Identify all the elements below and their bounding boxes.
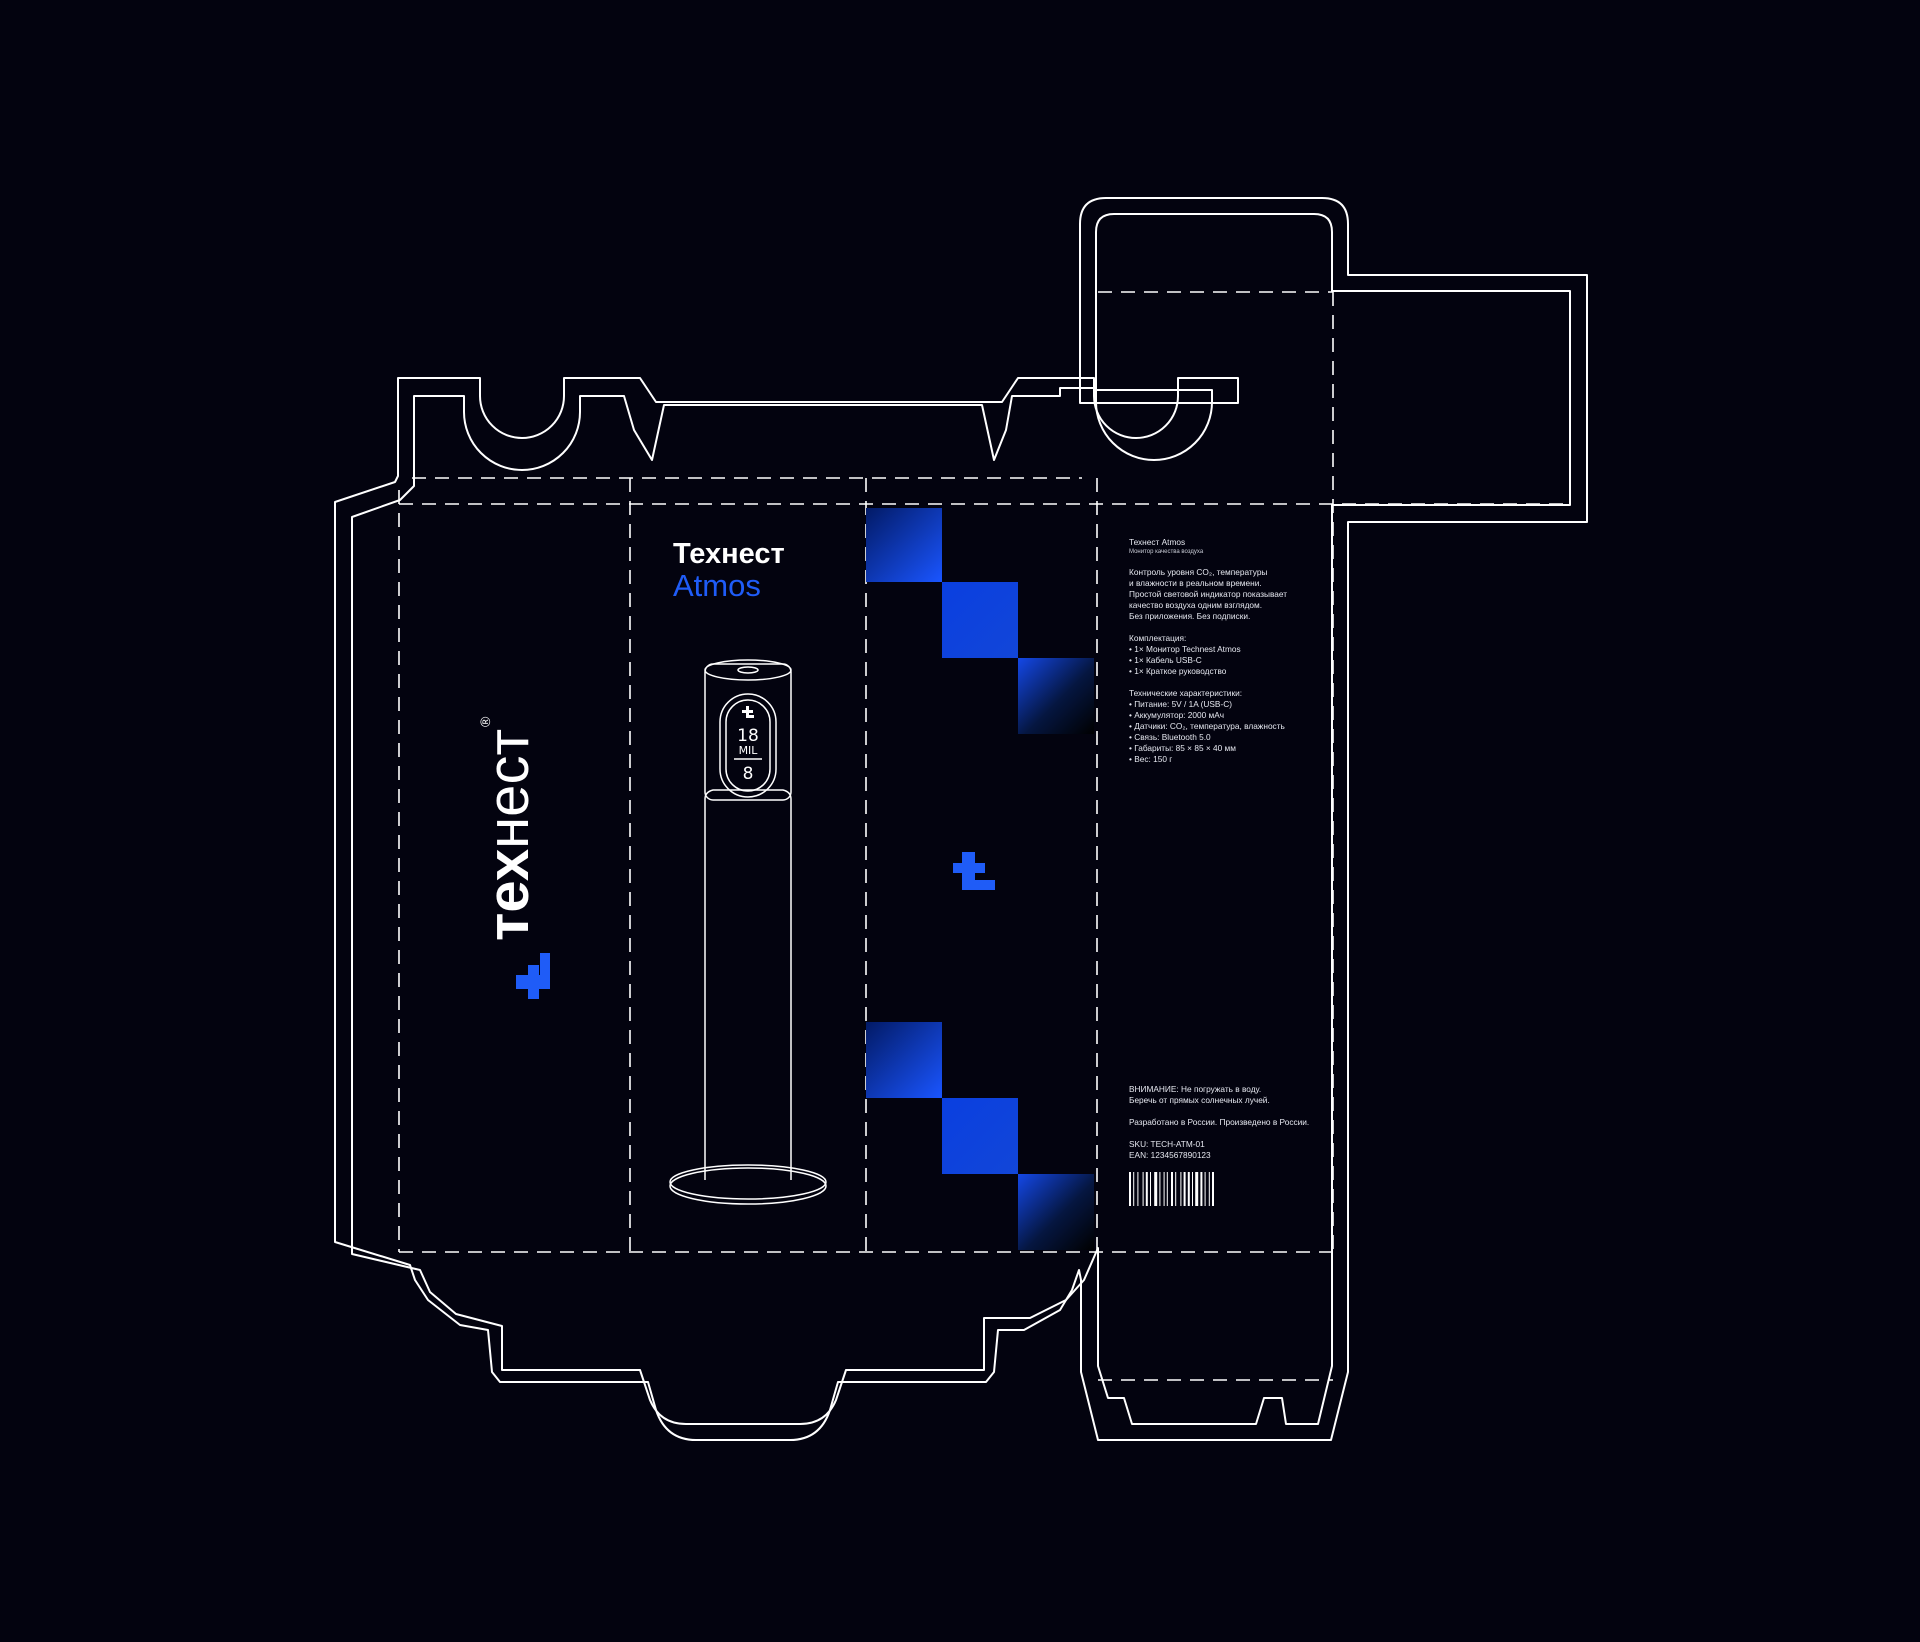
kit-item-1: • 1× Кабель USB-C	[1129, 655, 1202, 665]
svg-text:технест: технест	[476, 729, 541, 941]
back-panel-text: Технест Atmos Монитор качества воздуха К…	[1129, 537, 1309, 1160]
barcode-bar	[1175, 1172, 1177, 1206]
device-illustration: 18 MIL 8	[669, 659, 827, 1205]
barcode-bar	[1150, 1172, 1151, 1206]
display-top-value: 18	[737, 726, 759, 746]
warning-line-0: ВНИМАНИЕ: Не погружать в воду.	[1129, 1084, 1261, 1094]
side-logo: технест ®	[476, 716, 550, 999]
sku-line: SKU: TECH-ATM-01	[1129, 1139, 1205, 1149]
barcode-icon	[1129, 1172, 1214, 1206]
kit-title: Комплектация:	[1129, 633, 1186, 643]
spec-item-2: • Датчики: CO₂, температура, влажность	[1129, 721, 1285, 731]
barcode-bar	[1180, 1172, 1182, 1206]
barcode-bar	[1129, 1172, 1131, 1206]
display-bottom-value: 8	[743, 764, 754, 784]
barcode-bar	[1142, 1172, 1144, 1206]
technest-logo-mark-icon	[953, 852, 995, 890]
logo-word-bold: тех	[476, 849, 541, 941]
desc-line-4: Без приложения. Без подписки.	[1129, 611, 1250, 621]
outer-cut-line	[334, 197, 1588, 1441]
gradient-steps-bottom	[866, 1022, 1094, 1250]
front-brand-title: Технест	[673, 538, 785, 570]
front-model-title: Atmos	[673, 568, 761, 603]
barcode-bar	[1145, 1172, 1148, 1206]
back-subheading: Монитор качества воздуха	[1129, 549, 1204, 555]
gradient-steps-top	[866, 508, 1094, 734]
barcode-bar	[1159, 1172, 1161, 1206]
spec-item-1: • Аккумулятор: 2000 мАч	[1129, 710, 1224, 720]
barcode-bar	[1187, 1172, 1190, 1206]
barcode-bar	[1192, 1172, 1193, 1206]
desc-line-0: Контроль уровня CO₂, температуры	[1129, 567, 1267, 577]
inner-cut-line	[351, 213, 1571, 1425]
desc-line-1: и влажности в реальном времени.	[1129, 578, 1262, 588]
barcode-bar	[1212, 1172, 1214, 1206]
barcode-bar	[1133, 1172, 1135, 1206]
barcode-bar	[1204, 1172, 1206, 1206]
barcode-bar	[1171, 1172, 1173, 1206]
ean-line: EAN: 1234567890123	[1129, 1150, 1211, 1160]
barcode-bar	[1154, 1172, 1158, 1206]
display-unit: MIL	[739, 744, 759, 757]
origin-line: Разработано в России. Произведено в Росс…	[1129, 1117, 1309, 1127]
kit-item-2: • 1× Краткое руководство	[1129, 666, 1227, 676]
kit-item-0: • 1× Монитор Technest Atmos	[1129, 644, 1241, 654]
logo-word-light: нест	[476, 729, 541, 849]
desc-line-2: Простой световой индикатор показывает	[1129, 589, 1287, 599]
specs-title: Технические характеристики:	[1129, 688, 1242, 698]
technest-logo-mark-icon	[516, 953, 550, 999]
barcode-bar	[1137, 1172, 1139, 1206]
device-logo-icon	[742, 706, 754, 718]
spec-item-4: • Габариты: 85 × 85 × 40 мм	[1129, 743, 1236, 753]
barcode-bar	[1183, 1172, 1186, 1206]
registered-mark: ®	[477, 716, 493, 727]
barcode-bar	[1208, 1172, 1210, 1206]
desc-line-3: качество воздуха одним взглядом.	[1129, 600, 1262, 610]
warning-line-1: Беречь от прямых солнечных лучей.	[1129, 1095, 1270, 1105]
spec-item-0: • Питание: 5V / 1A (USB-C)	[1129, 699, 1232, 709]
barcode-bar	[1166, 1172, 1168, 1206]
spec-item-5: • Вес: 150 г	[1129, 754, 1172, 764]
barcode-bar	[1195, 1172, 1199, 1206]
barcode-bar	[1163, 1172, 1165, 1206]
barcode-bar	[1200, 1172, 1203, 1206]
back-heading: Технест Atmos	[1129, 537, 1185, 547]
spec-item-3: • Связь: Bluetooth 5.0	[1129, 732, 1211, 742]
